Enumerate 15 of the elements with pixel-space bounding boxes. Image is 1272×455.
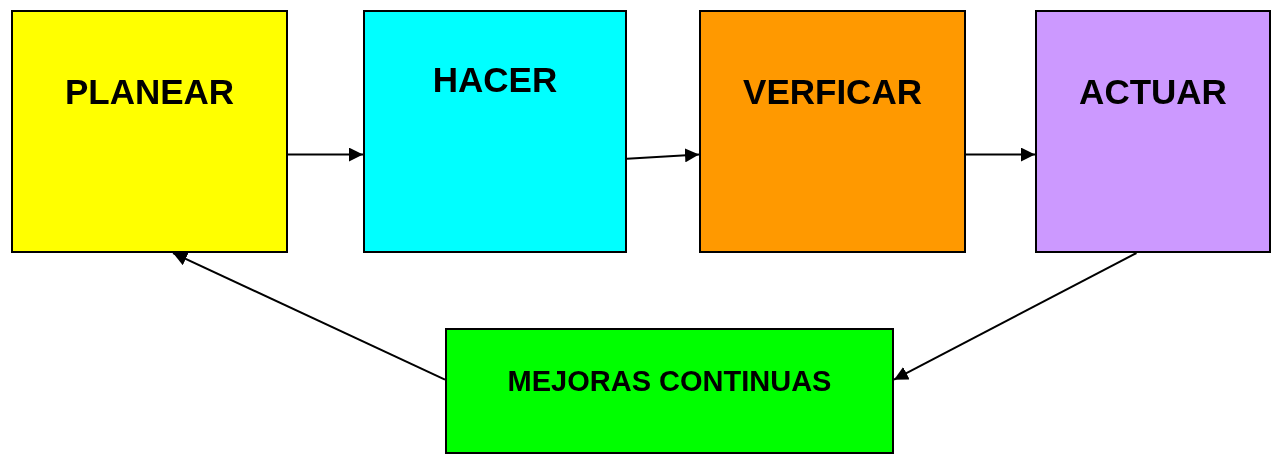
arrow: [965, 147, 1036, 162]
box-label: VERFICAR: [742, 72, 923, 112]
process-box: [11, 10, 288, 253]
box-label: HACER: [431, 60, 559, 100]
arrow: [287, 147, 364, 162]
process-box: [699, 10, 966, 253]
box-label: PLANEAR: [63, 72, 236, 112]
process-box: [445, 328, 894, 454]
box-label: ACTUAR: [1078, 72, 1228, 112]
process-box: [363, 10, 627, 253]
arrow: [172, 252, 446, 381]
arrow: [893, 252, 1138, 381]
process-box: [1035, 10, 1271, 253]
arrow: [626, 148, 700, 163]
box-label: MEJORAS CONTINUAS: [506, 365, 833, 398]
